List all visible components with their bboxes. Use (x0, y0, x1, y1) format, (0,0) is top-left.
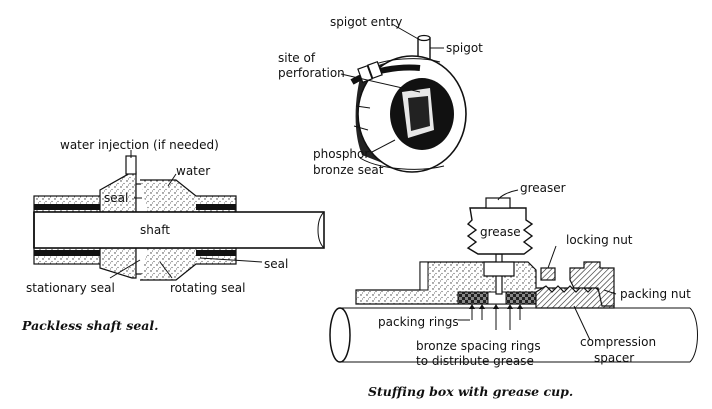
packing-ring-left (457, 291, 489, 305)
label-shaft: shaft (140, 223, 170, 237)
seal-ring-illustration (350, 34, 467, 173)
label-packing-nut: packing nut (620, 287, 691, 301)
figure-b-leaders (109, 150, 263, 279)
label-spigot-entry: spigot entry (330, 15, 402, 29)
grease-cup (466, 207, 534, 255)
label-packing-rings: packing rings (378, 315, 459, 329)
label-bronze-seat-line2: bronze seat (313, 163, 384, 177)
figure-c-leaders (458, 189, 617, 341)
label-phosphor-line1: phosphor (313, 147, 369, 161)
label-greaser: greaser (520, 181, 566, 195)
label-water-injection: water injection (if needed) (60, 138, 219, 152)
shaft-body (33, 211, 325, 249)
label-bronze-spacing-rings-line2: to distribute grease (416, 354, 534, 368)
label-seal-upper: seal (104, 191, 128, 205)
figure-a-leaders (340, 23, 444, 153)
shaft-seal-illustration (33, 155, 325, 281)
label-compression-line1: compression (580, 335, 656, 349)
label-site-of-perforation-line1: site of (278, 51, 316, 65)
caption-stuffing-box: Stuffing box with grease cup. (368, 384, 573, 399)
label-grease: grease (480, 225, 521, 239)
label-locking-nut: locking nut (566, 233, 633, 247)
label-spigot: spigot (446, 41, 483, 55)
packing-nut (569, 261, 615, 307)
label-seal-right: seal (264, 257, 288, 271)
pipe-left-end (329, 307, 351, 363)
caption-packless-shaft-seal: Packless shaft seal. (21, 318, 158, 333)
locking-nut (540, 267, 556, 281)
label-site-of-perforation-line2: perforation (278, 66, 345, 80)
label-stationary-seal: stationary seal (26, 281, 115, 295)
label-water: water (176, 164, 210, 178)
packing-ring-right (505, 291, 537, 305)
stuffing-box-illustration (329, 197, 698, 363)
label-spacer-line2: spacer (594, 351, 634, 365)
label-rotating-seal: rotating seal (170, 281, 245, 295)
label-bronze-spacing-rings-line1: bronze spacing rings (416, 339, 541, 353)
